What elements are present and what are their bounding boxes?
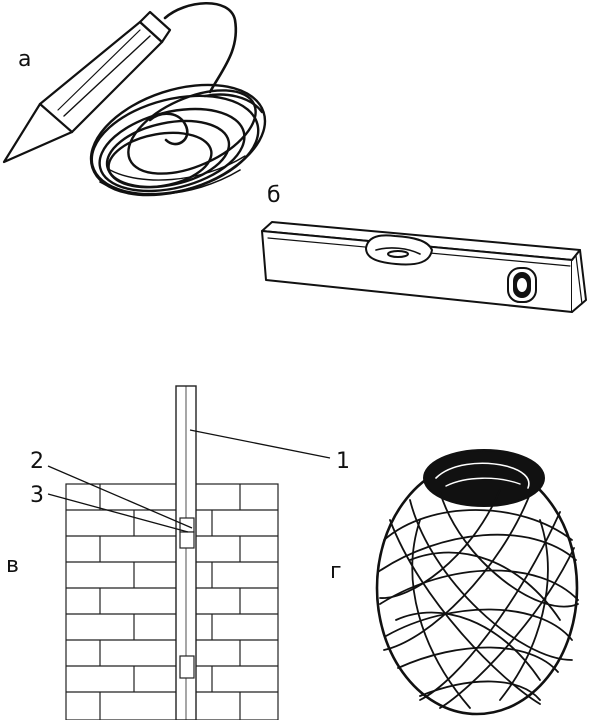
panel-g: г (330, 449, 579, 716)
label-v: в (6, 553, 19, 578)
brick-wall (65, 483, 279, 720)
label-b: б (267, 183, 281, 208)
callout-2: 2 (30, 449, 44, 474)
callout-1: 1 (336, 449, 350, 474)
panel-v: в (6, 385, 350, 720)
cord-coil-icon (89, 83, 267, 197)
callout-lines (47, 429, 331, 533)
bottom-clamp (179, 655, 195, 679)
label-a: а (18, 47, 31, 72)
plumb-bob-icon (2, 1, 238, 164)
panel-b: б (261, 183, 587, 313)
twine-ball-icon (375, 449, 579, 716)
plumb-weight (179, 531, 195, 549)
label-g: г (330, 559, 342, 584)
callout-3: 3 (30, 483, 44, 508)
spirit-level-icon (261, 221, 587, 313)
panel-a: а (2, 1, 267, 197)
